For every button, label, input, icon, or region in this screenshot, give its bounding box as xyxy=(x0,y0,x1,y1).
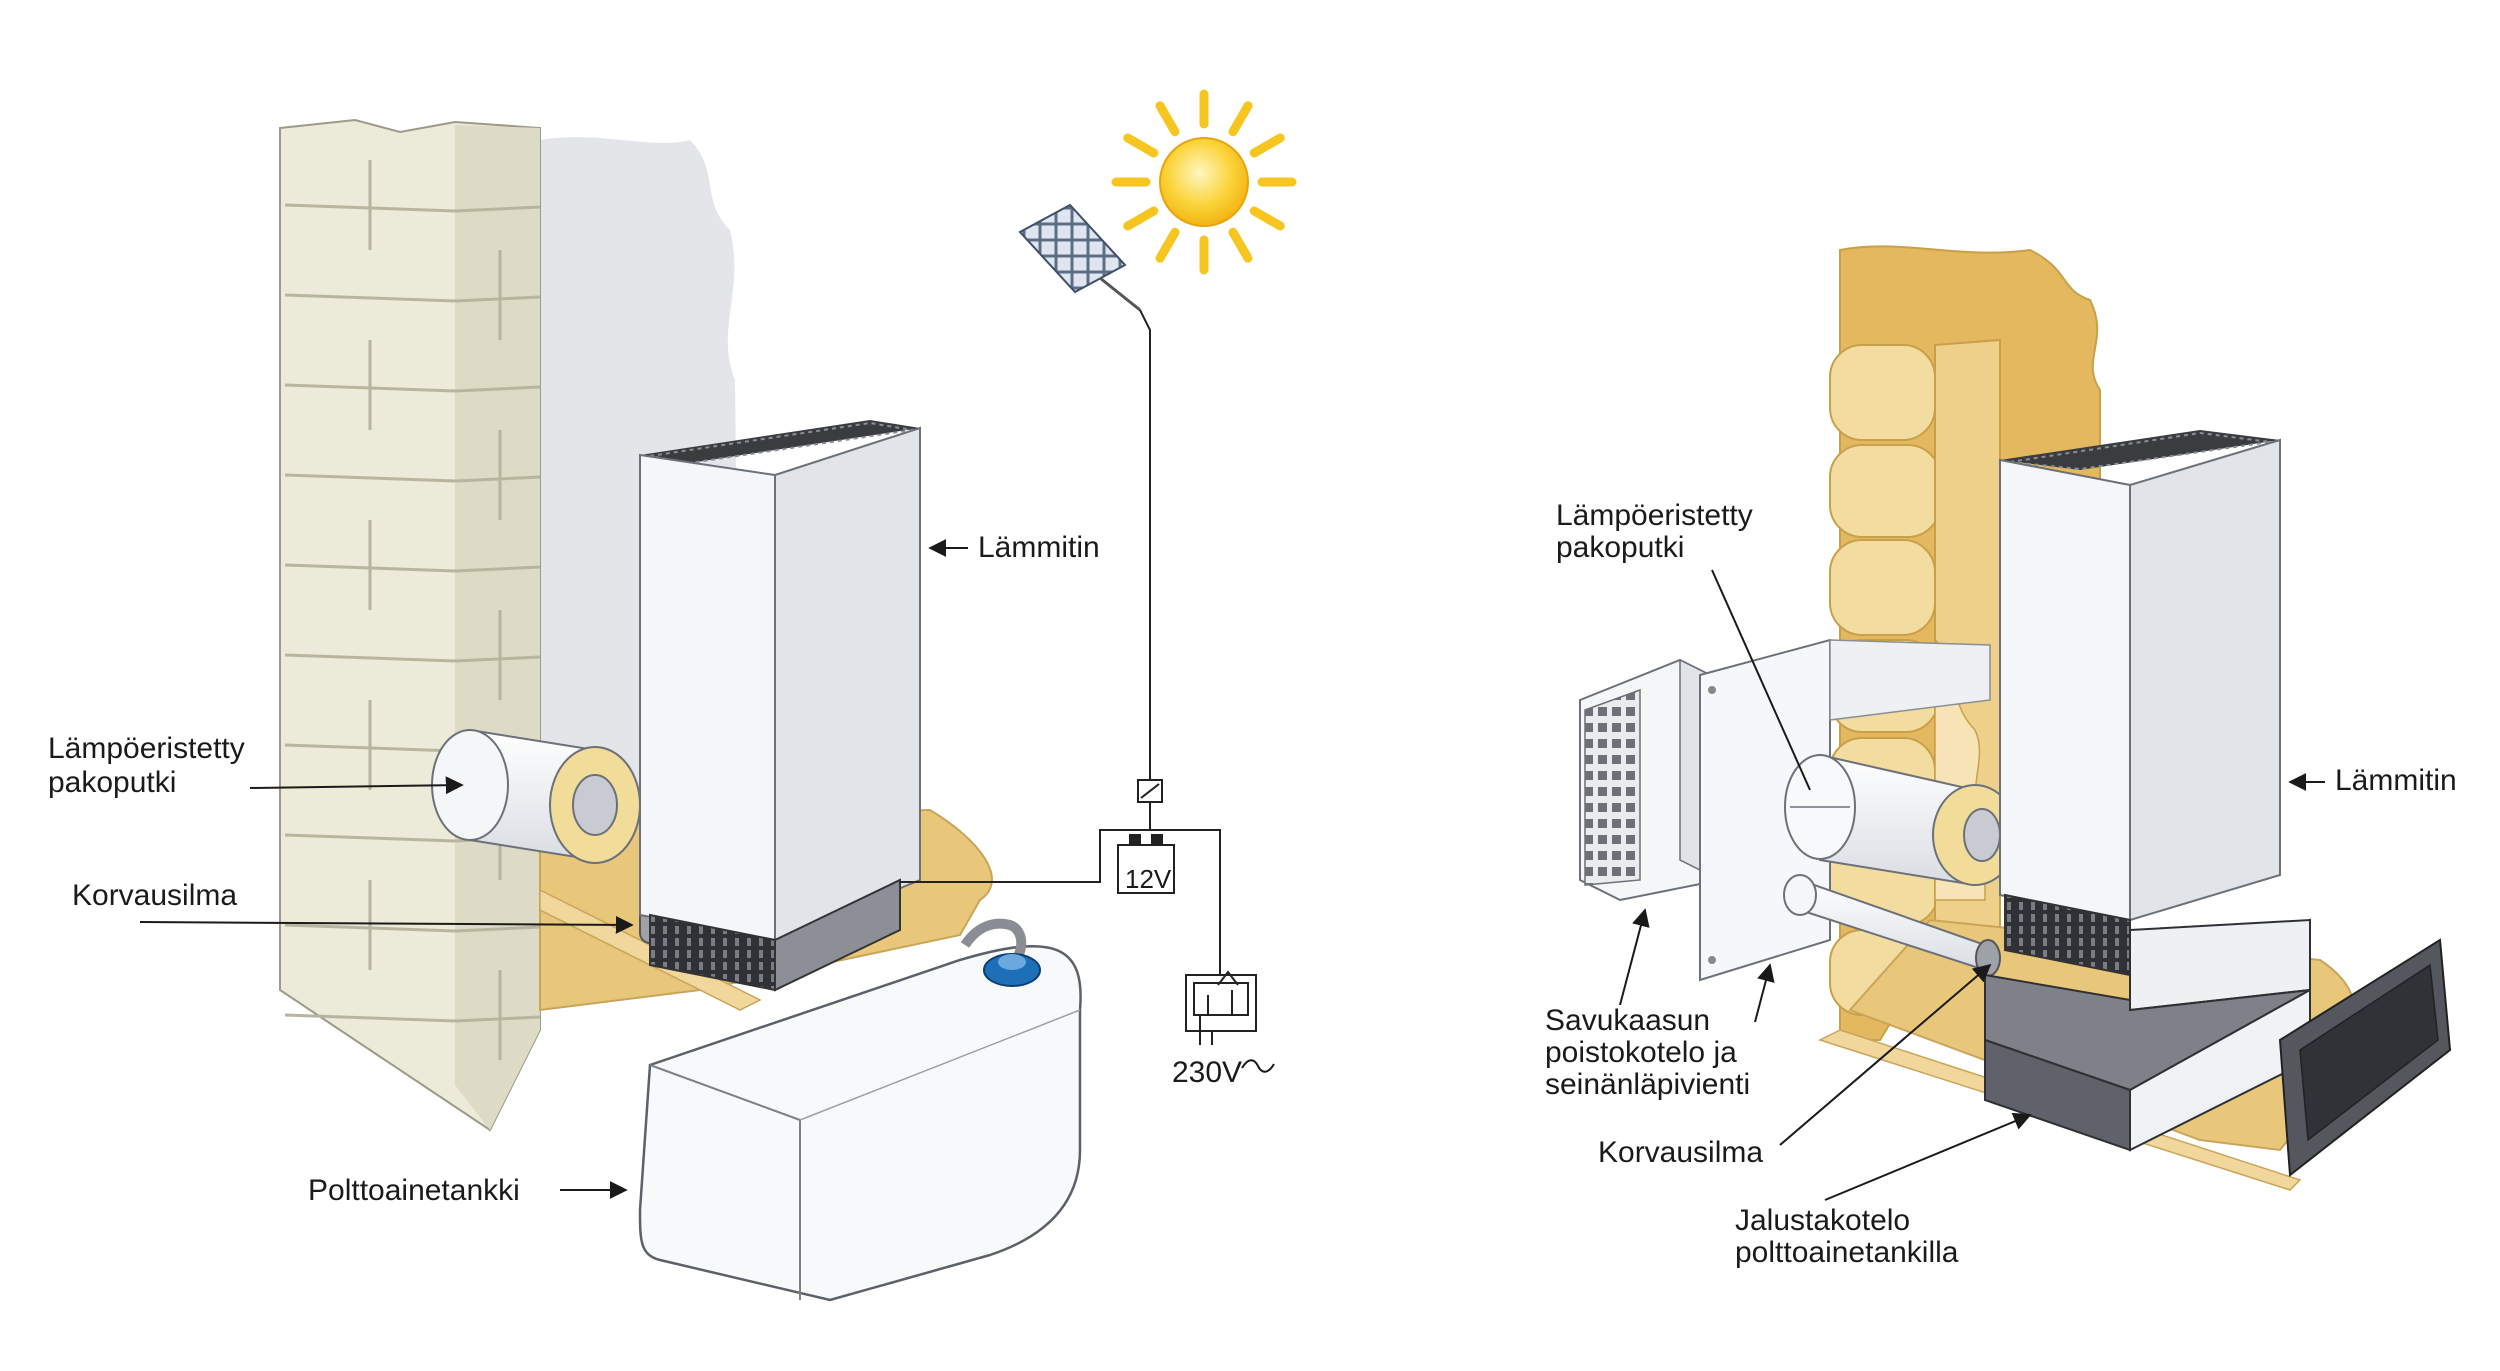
left-insulated-exhaust-pipe xyxy=(431,728,641,864)
left-pipe-label-line2: pakoputki xyxy=(48,766,176,799)
right-insulated-exhaust-pipe xyxy=(1784,753,2018,887)
left-pipe-label-line1: Lämpöeristetty xyxy=(48,732,245,765)
left-heater-label: Lämmitin xyxy=(978,531,1100,564)
base-cover-panel xyxy=(2278,938,2452,1177)
right-pipe-label-line2: pakoputki xyxy=(1556,531,1684,564)
right-air-arrow xyxy=(1779,963,1992,1146)
battery-12v xyxy=(1117,844,1175,894)
left-fuel-tank xyxy=(638,918,1082,1302)
sun-icon xyxy=(1111,89,1297,275)
right-exhaust-arrow-1 xyxy=(1619,908,1650,1006)
right-pipe-label-line1: Lämpöeristetty xyxy=(1556,499,1753,532)
brick-wall xyxy=(279,118,541,1132)
right-exhaust-label-line2: poistokotelo ja xyxy=(1545,1036,1737,1069)
left-pipe-arrow xyxy=(249,776,464,795)
left-diagram: Lämmitin Lämpöeristetty pakoputki Korvau… xyxy=(48,89,1297,1302)
solar-panel-icon xyxy=(1018,203,1141,312)
left-heater xyxy=(639,420,921,992)
right-exhaust-arrow-2 xyxy=(1754,963,1775,1023)
base-housing-with-tank xyxy=(1984,918,2311,1152)
electrical-wiring xyxy=(900,309,1257,1045)
right-heater-label: Lämmitin xyxy=(2335,764,2457,797)
left-air-arrow xyxy=(139,915,634,934)
exhaust-outlet-box xyxy=(1579,658,1721,902)
left-air-label: Korvausilma xyxy=(72,879,237,912)
right-air-label: Korvausilma xyxy=(1598,1136,1763,1169)
ac-voltage-label: 230V xyxy=(1172,1056,1242,1089)
right-base-label-line2: polttoainetankilla xyxy=(1735,1236,1959,1269)
right-diagram: Lämpöeristetty pakoputki Lämmitin Savuka… xyxy=(1545,245,2457,1269)
right-exhaust-label-line3: seinänläpivienti xyxy=(1545,1068,1750,1101)
right-base-arrow xyxy=(1824,1112,2032,1201)
right-heater xyxy=(1999,430,2281,977)
right-exhaust-label-line1: Savukaasun xyxy=(1545,1004,1710,1037)
ac-wave-icon xyxy=(1241,1059,1275,1073)
dc-voltage-label: 12V xyxy=(1125,864,1172,894)
right-base-label-line1: Jalustakotelo xyxy=(1735,1204,1910,1237)
left-tank-label: Polttoainetankki xyxy=(308,1174,520,1207)
right-pipe-leader xyxy=(1711,569,1811,791)
